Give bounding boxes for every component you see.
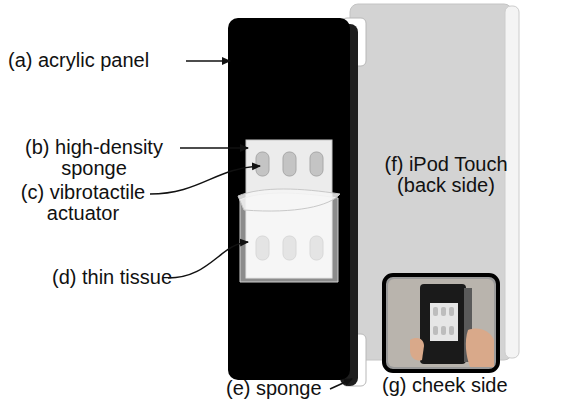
actuator [256,152,269,176]
leader-line [330,379,352,389]
photo-pad [430,303,458,341]
ipod-edge [505,6,519,358]
part-label: (f) iPod Touch (back side) [376,154,516,196]
leader-line [150,166,260,194]
photo-background [388,279,494,367]
photo-actuator [441,326,446,335]
part-label: (g) cheek side [382,375,508,396]
leader-line [168,242,248,278]
acrylic-panel [228,18,350,380]
actuator [310,152,323,176]
tissue-curl [238,189,340,211]
photo-finger [410,338,424,361]
photo-actuator [433,326,438,335]
photo-actuator [449,326,454,335]
photo-device [420,284,466,364]
photo-actuator [441,307,446,316]
photo-actuators [433,307,454,335]
photo-frame [384,275,498,371]
part-label: (a) acrylic panel [8,50,149,71]
photo-actuator [449,307,454,316]
inset-photo [384,275,498,371]
part-label: (c) vibrotactile actuator [4,182,162,224]
part-label: (e) sponge [226,378,322,399]
part-label: (b) high-density sponge [8,137,180,179]
leader-line [180,147,248,149]
part-label: (d) thin tissue [52,267,172,288]
photo-hand [466,328,494,367]
leader-line [186,60,230,62]
actuator [283,152,296,176]
photo-actuator [433,307,438,316]
